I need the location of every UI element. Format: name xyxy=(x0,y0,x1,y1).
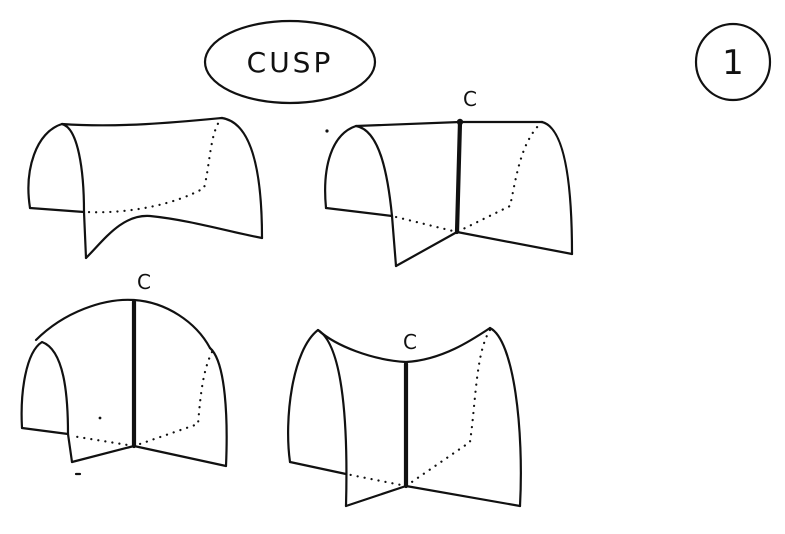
figure-3-dome xyxy=(34,298,212,350)
figure-3-left-edge xyxy=(66,432,74,464)
figure-1-hidden-profile xyxy=(84,116,224,214)
figure-2-front-base xyxy=(324,206,394,218)
figure-4-base-right xyxy=(404,484,522,508)
figure-3-hidden-profile xyxy=(70,350,214,448)
figure-1-back-arch xyxy=(220,116,264,240)
title-oval xyxy=(203,19,377,105)
figure-1-smooth-fold xyxy=(27,116,264,260)
figure-4-hidden-profile xyxy=(344,328,492,488)
figure-3-stray-mark xyxy=(98,416,102,420)
figure-2-left-edge xyxy=(390,214,398,268)
page-number-block: 1 xyxy=(694,22,772,102)
figure-3-front-arch xyxy=(20,340,70,436)
figure-2-back-arch xyxy=(540,120,574,256)
figure-2-front-arch xyxy=(324,124,394,218)
figure-3-cusp-label: C xyxy=(137,270,151,294)
figure-4-front-base xyxy=(288,460,348,476)
figure-4-front-arch xyxy=(287,328,348,508)
figure-3-base-right xyxy=(132,444,228,468)
figure-2-cusp-fold: C xyxy=(324,87,574,268)
page-number: 1 xyxy=(722,43,744,83)
figure-2-top-ridge-left xyxy=(354,120,462,128)
figure-3-front-base xyxy=(20,426,70,436)
figure-3-back-arch xyxy=(208,346,228,468)
figure-3-domed-cusp: C xyxy=(20,270,228,476)
figure-2-base-right xyxy=(455,230,574,256)
figure-1-front-base xyxy=(28,206,86,214)
figure-2-cusp-point xyxy=(456,118,464,126)
figure-1-fold-curve xyxy=(84,214,264,260)
figure-4-back-arch xyxy=(488,326,522,508)
figure-2-stray-mark xyxy=(325,129,329,133)
figure-3-base-left xyxy=(70,444,136,464)
figure-2-hidden-profile xyxy=(390,120,544,234)
figure-4-saddle-cusp: C xyxy=(287,326,522,508)
figure-2-cusp-label: C xyxy=(463,87,477,111)
title-block: CUSP xyxy=(203,19,377,105)
figure-2-cusp-edge xyxy=(454,119,463,235)
figure-4-base-left xyxy=(344,484,408,508)
figure-1-front-arch xyxy=(27,122,86,214)
figure-2-base-left xyxy=(394,230,459,268)
figure-4-cusp-label: C xyxy=(403,330,417,354)
title: CUSP xyxy=(247,46,334,79)
figure-1-left-edge xyxy=(82,210,88,260)
figure-1-top-ridge xyxy=(60,116,224,127)
page-number-circle xyxy=(694,22,772,102)
